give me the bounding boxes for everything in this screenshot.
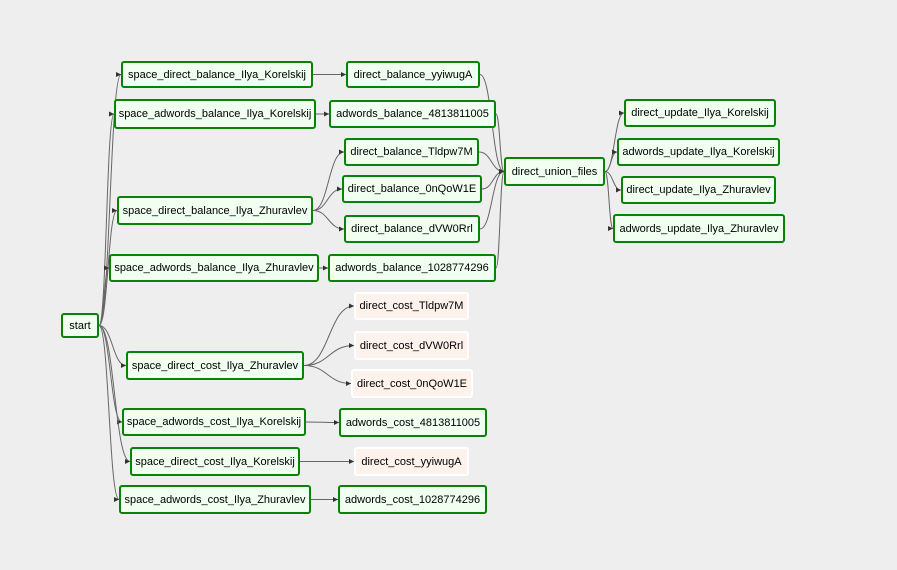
task-node-space-adwords-balance-ilya-korelskij[interactable]: space_adwords_balance_Ilya_Korelskij (114, 99, 316, 129)
task-node-direct-balance-dvw0rrl[interactable]: direct_balance_dVW0Rrl (344, 215, 480, 243)
task-node-label: direct_cost_Tldpw7M (359, 300, 464, 312)
task-node-adwords-update-ilya-zhuravlev[interactable]: adwords_update_Ilya_Zhuravlev (613, 214, 785, 243)
task-node-label: space_adwords_cost_Ilya_Korelskij (126, 416, 302, 428)
task-node-label: space_adwords_balance_Ilya_Korelskij (118, 108, 312, 120)
task-node-label: adwords_update_Ilya_Zhuravlev (619, 222, 779, 235)
task-node-direct-update-ilya-korelskij[interactable]: direct_update_Ilya_Korelskij (624, 99, 776, 127)
edge-start-to-space_direct_cost_Ilya_Korelskij (98, 325, 131, 464)
task-node-space-direct-cost-ilya-korelskij[interactable]: space_direct_cost_Ilya_Korelskij (130, 447, 300, 476)
edge-space_direct_balance_Ilya_Zhuravlev-to-direct_balance_0nQoW1E (312, 186, 343, 211)
edge-direct_union_files-to-adwords_update_Ilya_Korelskij (604, 149, 618, 172)
edge-space_direct_cost_Ilya_Zhuravlev-to-direct_cost_0nQoW1E (303, 365, 352, 386)
task-node-label: start (69, 319, 91, 332)
edge-start-to-space_adwords_balance_Ilya_Korelskij (98, 111, 115, 326)
task-node-adwords-balance-4813811005[interactable]: adwords_balance_4813811005 (329, 100, 496, 128)
task-node-label: direct_cost_dVW0Rrl (359, 339, 464, 352)
task-node-direct-cost-0nqow1e[interactable]: direct_cost_0nQoW1E (351, 369, 473, 398)
task-node-label: space_adwords_balance_Ilya_Zhuravlev (114, 262, 314, 274)
task-node-space-adwords-cost-ilya-zhuravlev[interactable]: space_adwords_cost_Ilya_Zhuravlev (119, 485, 311, 514)
task-node-space-adwords-balance-ilya-zhuravlev[interactable]: space_adwords_balance_Ilya_Zhuravlev (109, 254, 319, 282)
task-node-label: space_direct_balance_Ilya_Zhuravlev (122, 204, 308, 217)
task-node-label: direct_cost_yyiwugA (361, 455, 462, 468)
task-node-direct-union-files[interactable]: direct_union_files (504, 157, 605, 186)
task-node-space-adwords-cost-ilya-korelskij[interactable]: space_adwords_cost_Ilya_Korelskij (122, 408, 306, 436)
task-node-start[interactable]: start (61, 313, 99, 338)
task-node-adwords-update-ilya-korelskij[interactable]: adwords_update_Ilya_Korelskij (617, 138, 780, 166)
edge-start-to-space_adwords_balance_Ilya_Zhuravlev (98, 265, 110, 326)
task-node-label: adwords_balance_4813811005 (336, 108, 489, 120)
edge-start-to-space_direct_cost_Ilya_Zhuravlev (98, 325, 127, 368)
task-node-label: space_adwords_cost_Ilya_Zhuravlev (124, 493, 306, 506)
task-node-label: direct_union_files (511, 165, 598, 178)
task-node-adwords-balance-1028774296[interactable]: adwords_balance_1028774296 (328, 254, 496, 282)
task-node-space-direct-balance-ilya-korelskij[interactable]: space_direct_balance_Ilya_Korelskij (121, 61, 313, 88)
task-node-label: direct_update_Ilya_Zhuravlev (626, 184, 771, 196)
edge-space_direct_balance_Ilya_Zhuravlev-to-direct_balance_Tldpw7M (312, 149, 345, 211)
edge-start-to-space_adwords_cost_Ilya_Korelskij (98, 325, 123, 425)
task-node-direct-balance-0nqow1e[interactable]: direct_balance_0nQoW1E (342, 175, 482, 203)
edge-direct_union_files-to-adwords_update_Ilya_Zhuravlev (604, 171, 614, 231)
task-node-label: direct_cost_0nQoW1E (356, 377, 468, 390)
edge-adwords_balance_1028774296-to-direct_union_files (495, 169, 505, 269)
task-node-label: direct_update_Ilya_Korelskij (631, 107, 769, 119)
task-node-label: direct_balance_dVW0Rrl (351, 223, 473, 235)
task-node-label: space_direct_balance_Ilya_Korelskij (128, 68, 306, 81)
task-node-space-direct-cost-ilya-zhuravlev[interactable]: space_direct_cost_Ilya_Zhuravlev (126, 351, 304, 380)
task-node-label: adwords_cost_1028774296 (344, 493, 481, 506)
edge-space_direct_cost_Ilya_Zhuravlev-to-direct_cost_dVW0Rrl (303, 343, 355, 366)
task-node-label: direct_balance_0nQoW1E (347, 183, 477, 195)
task-node-adwords-cost-1028774296[interactable]: adwords_cost_1028774296 (338, 485, 487, 514)
task-node-adwords-cost-4813811005[interactable]: adwords_cost_4813811005 (339, 408, 487, 437)
task-node-direct-balance-yyiwuga[interactable]: direct_balance_yyiwugA (346, 61, 480, 88)
edge-space_direct_balance_Ilya_Zhuravlev-to-direct_balance_dVW0Rrl (312, 210, 345, 232)
edge-start-to-space_adwords_cost_Ilya_Zhuravlev (98, 325, 120, 502)
edge-adwords_balance_4813811005-to-direct_union_files (495, 113, 505, 174)
task-node-direct-balance-tldpw7m[interactable]: direct_balance_Tldpw7M (344, 138, 479, 166)
task-node-direct-cost-yyiwuga[interactable]: direct_cost_yyiwugA (354, 447, 469, 476)
edge-direct_union_files-to-direct_update_Ilya_Zhuravlev (604, 171, 622, 193)
edge-space_direct_cost_Ilya_Zhuravlev-to-direct_cost_Tldpw7M (303, 303, 355, 366)
task-node-label: direct_balance_Tldpw7M (350, 146, 473, 158)
task-node-label: adwords_cost_4813811005 (345, 416, 481, 429)
task-node-space-direct-balance-ilya-zhuravlev[interactable]: space_direct_balance_Ilya_Zhuravlev (117, 196, 313, 225)
task-node-direct-cost-tldpw7m[interactable]: direct_cost_Tldpw7M (354, 292, 469, 320)
task-node-label: direct_balance_yyiwugA (353, 68, 473, 81)
task-node-label: adwords_balance_1028774296 (335, 262, 489, 274)
task-node-direct-update-ilya-zhuravlev[interactable]: direct_update_Ilya_Zhuravlev (621, 176, 776, 204)
task-node-direct-cost-dvw0rrl[interactable]: direct_cost_dVW0Rrl (354, 331, 469, 360)
edge-direct_balance_0nQoW1E-to-direct_union_files (481, 169, 505, 190)
task-node-label: space_direct_cost_Ilya_Zhuravlev (131, 359, 299, 372)
edge-space_adwords_cost_Ilya_Korelskij-to-adwords_cost_4813811005 (305, 419, 340, 425)
task-node-label: adwords_update_Ilya_Korelskij (622, 146, 775, 158)
task-node-label: space_direct_cost_Ilya_Korelskij (135, 455, 295, 468)
